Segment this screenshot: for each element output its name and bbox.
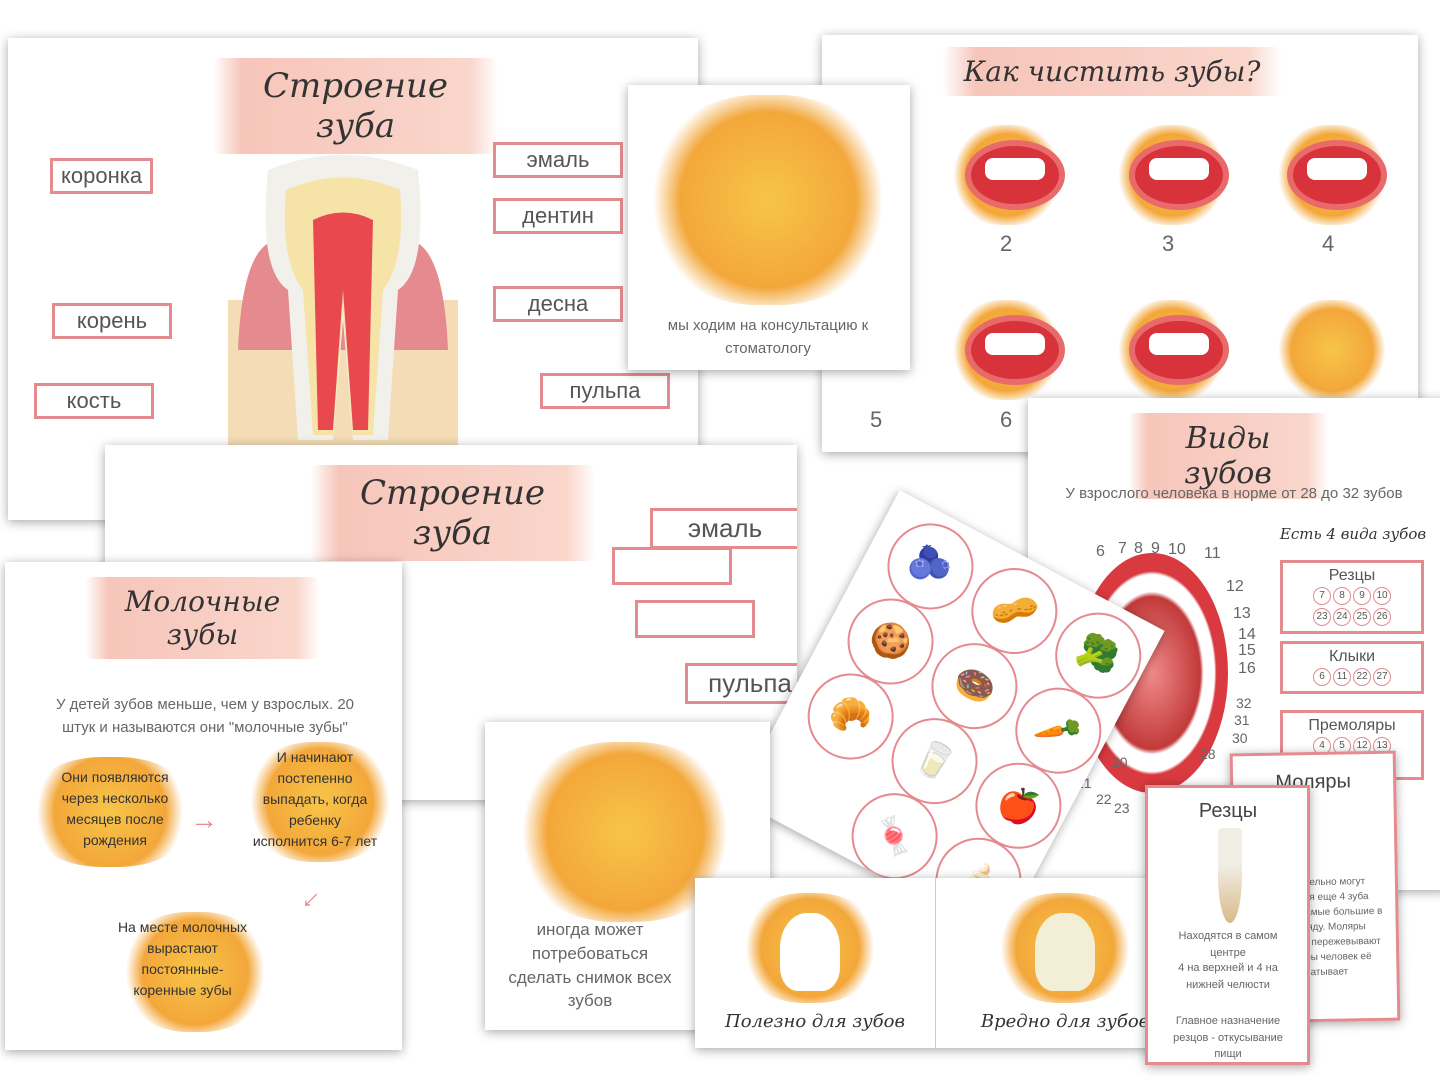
label-enamel: эмаль [650, 508, 797, 549]
tooth-number: 16 [1238, 660, 1256, 677]
step-number: 6 [1000, 407, 1013, 432]
incisors-text-3: Главное назначение резцов - откусывание … [1173, 1015, 1283, 1060]
step-number: 5 [870, 407, 883, 432]
label-root: корень [52, 303, 172, 339]
card-title: Строение зуба [213, 58, 498, 154]
tooth-number: 10 [1168, 541, 1186, 558]
milk-step-1: Они появляются через несколько месяцев п… [61, 769, 169, 848]
label-enamel: эмаль [493, 142, 623, 178]
tooth-number: 12 [1226, 578, 1244, 595]
tooth-number: 31 [1234, 712, 1250, 728]
bad-label: Вредно для зубов [980, 1011, 1150, 1032]
healthy-tooth-icon [780, 913, 840, 991]
dentist-card: мы ходим на консультацию к стоматологу [628, 85, 910, 370]
card-title: Как чистить зубы? [942, 47, 1282, 96]
tooth-number: 23 [1114, 800, 1130, 816]
card-title: Молочные зубы [85, 577, 320, 659]
types-heading: Есть 4 вида зубов [1279, 525, 1427, 543]
mouth-image [965, 140, 1065, 210]
arrow-icon: → [293, 882, 336, 925]
incisors-text-2: 4 на верхней и 4 на нижней челюсти [1178, 962, 1278, 991]
tooth-number: 8 [1134, 540, 1143, 557]
decayed-tooth-icon [1035, 913, 1095, 991]
types-subtitle: У взрослого человека в норме от 28 до 32… [1065, 485, 1403, 502]
tooth-number: 13 [1233, 605, 1251, 622]
incisors-text-1: Находятся в самом центре [1178, 930, 1278, 959]
label-pulp: пульпа [685, 663, 797, 704]
tooth-number: 14 [1238, 626, 1256, 643]
step-number: 3 [1162, 231, 1175, 256]
good-label: Полезно для зубов [725, 1011, 905, 1032]
tooth-number: 22 [1096, 791, 1112, 807]
tooth-number: 6 [1096, 543, 1105, 560]
label-pulp: пульпа [540, 373, 670, 409]
tooth-number: 7 [1118, 540, 1127, 557]
tooth-number: 30 [1232, 730, 1248, 746]
mouth-image [965, 315, 1065, 385]
arrow-icon: → [190, 804, 218, 835]
tooth-number: 28 [1200, 746, 1216, 762]
tooth-number: 11 [1204, 545, 1221, 562]
card-title: Резцы [1198, 800, 1258, 822]
tooth-number: 20 [1112, 754, 1128, 770]
incisors-card: Резцы Находятся в самом центре 4 на верх… [1145, 785, 1310, 1065]
dentist-illustration [648, 95, 888, 305]
card-title: Строение зуба [310, 465, 595, 561]
mouth-image [1287, 140, 1387, 210]
label-crown: коронка [50, 158, 154, 194]
tooth-structure-card: Строение зуба коронка корень кость эмаль… [8, 38, 698, 520]
step-number: 2 [1000, 231, 1013, 256]
milk-step-2: И начинают постепенно выпадать, когда ре… [252, 749, 378, 849]
label-bone: кость [34, 383, 154, 419]
incisor-tooth-image [1218, 828, 1242, 923]
dentist-caption: мы ходим на консультацию к стоматологу [667, 317, 869, 357]
tooth-number: 9 [1151, 540, 1160, 557]
milk-step-3: На месте молочных вырастают постоянные-к… [117, 919, 248, 998]
mouth-image [1129, 140, 1229, 210]
mouth-image [1129, 315, 1229, 385]
blank-label [635, 600, 755, 638]
xray-caption: иногда может потребоваться сделать снимо… [508, 920, 672, 1011]
tooth-number: 32 [1236, 695, 1252, 711]
label-dentin: дентин [493, 198, 623, 234]
step-number: 4 [1322, 231, 1335, 256]
tooth-number: 15 [1238, 642, 1256, 659]
good-bad-card: Полезно для зубов Вредно для зубов [695, 878, 1172, 1048]
brushing-card: Как чистить зубы? 2 3 4 5 6 [822, 35, 1418, 452]
blank-label [612, 547, 732, 585]
milk-teeth-card: Молочные зубы У детей зубов меньше, чем … [5, 562, 402, 1050]
card-title: Виды зубов [1128, 413, 1328, 499]
label-gum: десна [493, 286, 623, 322]
milk-intro: У детей зубов меньше, чем у взрослых. 20… [55, 696, 354, 736]
tooth-diagram [228, 155, 458, 450]
